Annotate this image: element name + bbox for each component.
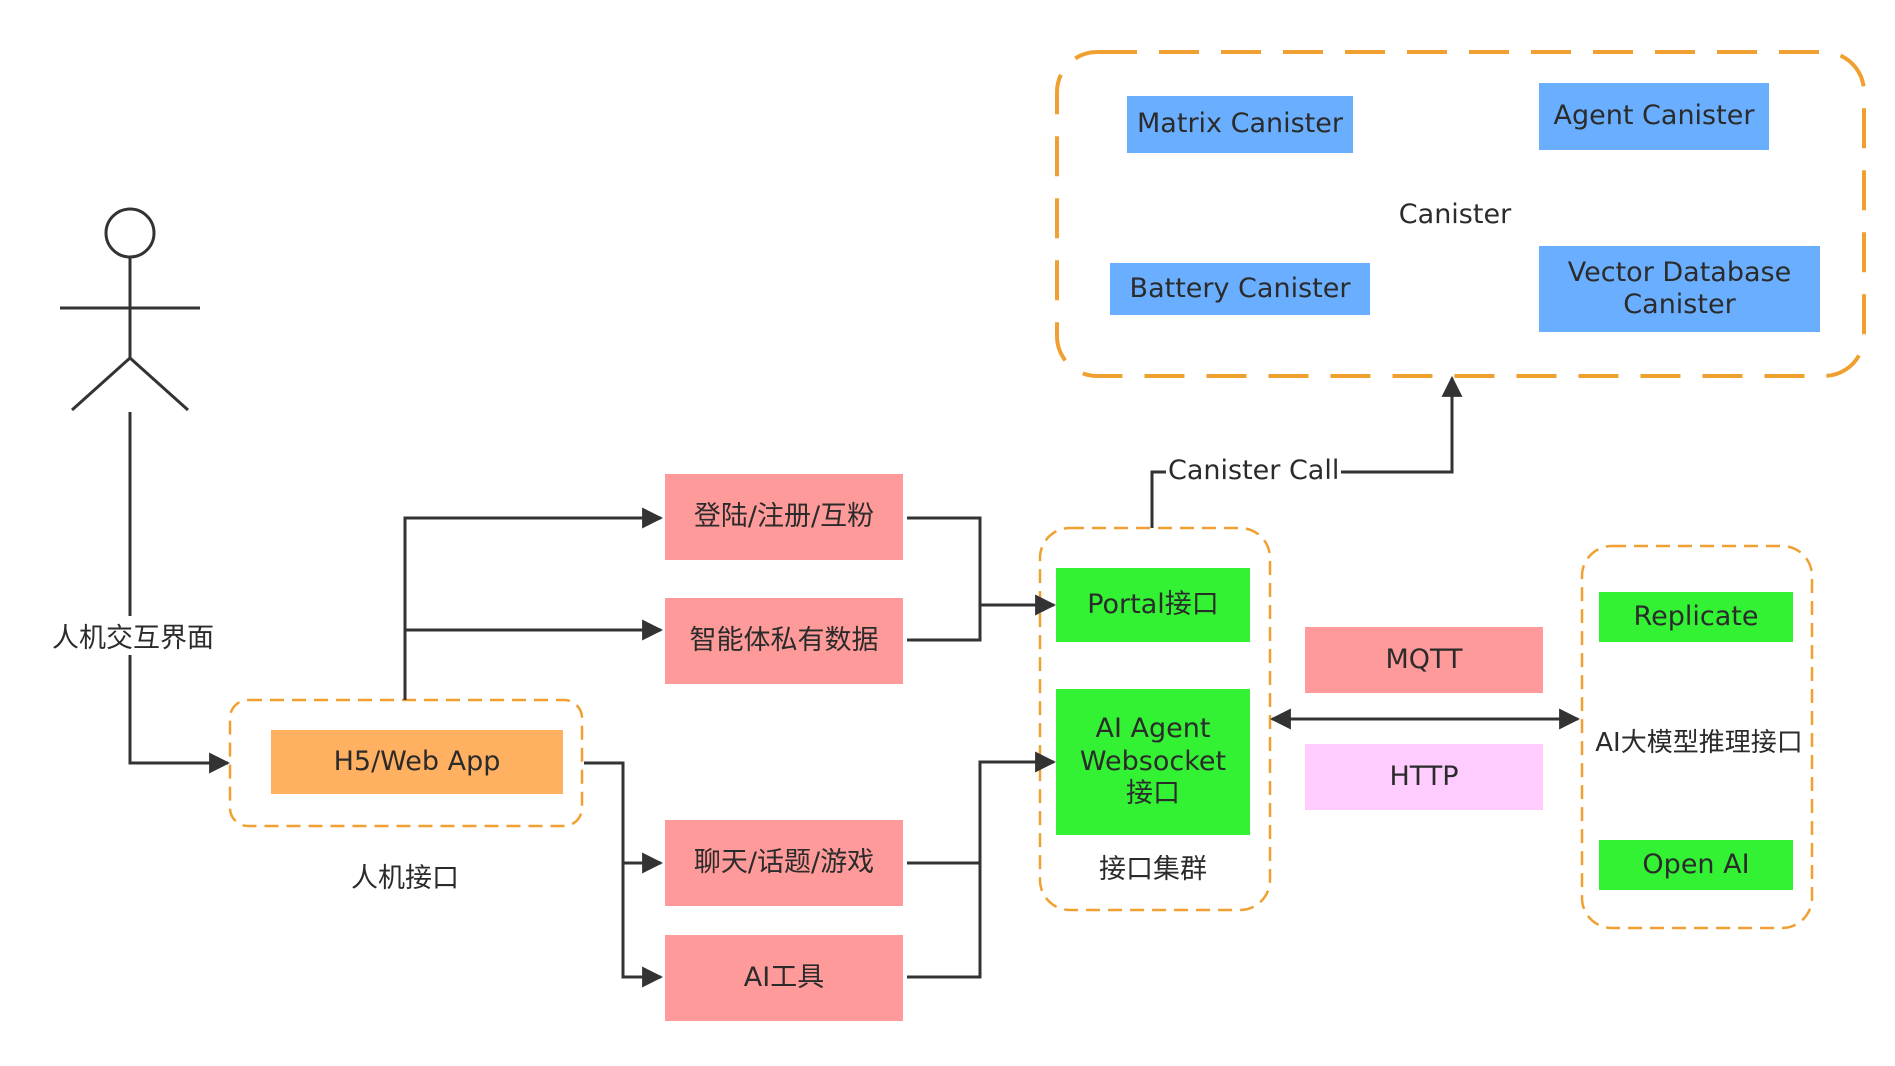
ai-agent-websocket-node: AI Agent Websocket 接口 <box>1056 689 1250 835</box>
matrix-canister-node: Matrix Canister <box>1127 96 1353 153</box>
agent-private-data-node: 智能体私有数据 <box>665 598 903 684</box>
canister-call-label: Canister Call <box>1166 455 1342 486</box>
model-group-label: AI大模型推理接口 <box>1590 722 1808 759</box>
login-register-node: 登陆/注册/互粉 <box>665 474 903 560</box>
portal-interface-node: Portal接口 <box>1056 568 1250 642</box>
actor-label: 人机交互界面 <box>50 616 214 655</box>
canister-group-title: Canister <box>1398 199 1512 230</box>
agent-canister-node: Agent Canister <box>1539 83 1769 150</box>
h5-web-app-node: H5/Web App <box>271 730 563 794</box>
http-node: HTTP <box>1305 744 1543 810</box>
chat-topic-game-node: 聊天/话题/游戏 <box>665 820 903 906</box>
edge-actor-to-app <box>128 412 231 774</box>
battery-canister-node: Battery Canister <box>1110 263 1370 315</box>
edge-login-to-portal <box>907 516 1057 616</box>
interface-cluster-label: 接口集群 <box>1099 854 1207 885</box>
model-group-border <box>1580 544 1814 930</box>
edge-ai-tools-to-agent-ws <box>907 863 982 979</box>
openai-node: Open AI <box>1599 840 1793 890</box>
actor-stick-figure <box>60 207 200 412</box>
human-interface-group-label: 人机接口 <box>351 863 459 894</box>
ai-tools-node: AI工具 <box>665 935 903 1021</box>
edge-app-to-login <box>403 507 664 700</box>
edge-private-data-to-portal <box>907 605 982 642</box>
replicate-node: Replicate <box>1599 592 1793 642</box>
edge-portal-to-canister <box>1150 375 1463 528</box>
edge-app-to-ai-tools <box>621 863 664 988</box>
mqtt-node: MQTT <box>1305 627 1543 693</box>
edge-chat-to-agent-ws <box>907 751 1057 865</box>
edge-app-to-chat <box>584 761 664 874</box>
vector-database-canister-node: Vector Database Canister <box>1539 246 1820 332</box>
